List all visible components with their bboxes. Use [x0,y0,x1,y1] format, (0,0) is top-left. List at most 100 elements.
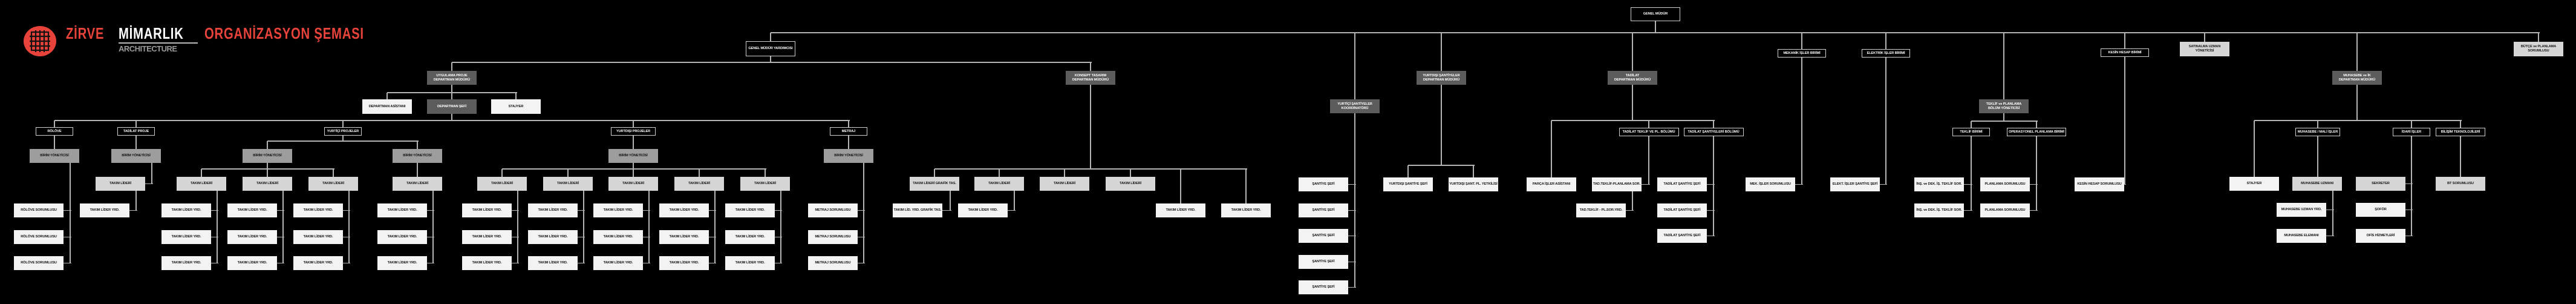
connector-line [451,114,452,121]
connector-line [2204,33,2205,42]
connector-line [64,236,71,238]
org-node-takim-lideri: TAKIM LİDERİ [1106,177,1155,191]
connector-line [771,32,2540,33]
connector-line [451,85,452,99]
connector-line [1713,121,1714,128]
org-node-tadilat-santiye-sefi: TADİLAT ŞANTİYE ŞEFİ [1657,229,1707,243]
connector-line [267,141,268,149]
org-node-metraj: METRAJ [830,127,867,136]
org-node-takim-lider-yrd: TAKIM LİDER YRD. [227,256,277,270]
org-node-takim-lider-yrd: TAKIM LİDER YRD. [958,203,1008,217]
connector-line [502,168,766,170]
connector-line [1707,235,1715,237]
connector-line [950,191,951,211]
connector-line [1348,210,1356,211]
org-node-takim-lideri: TAKIM LİDERİ [674,177,724,191]
org-node-takim-lider-yrd: TAKIM LİDER YRD. [1156,203,1205,217]
connector-line [201,168,334,170]
connector-line [858,210,865,211]
org-node-takim-lideri: TAKIM LİDERİ [1040,177,1089,191]
connector-line [709,262,716,264]
org-node-operasyonel-planlama-birimi: OPERASYONEL PLANLAMA BİRİMİ [2007,128,2066,136]
org-node-santiye-sefi: ŞANTİYE ŞEFİ [1299,177,1348,191]
org-node-takim-lider-yrd: TAKIM LİDER YRD. [377,203,427,217]
connector-line [775,236,782,238]
connector-line [2124,33,2125,48]
connector-line [858,236,865,238]
connector-line [1551,120,1715,121]
connector-line [2317,136,2318,177]
connector-line [452,62,1092,63]
connector-line [1064,169,1065,177]
org-node-konsept-dm: KONSEPT TASARIM DEPARTMAN MÜDÜRÜ [1066,71,1115,85]
connector-line [1648,136,1649,185]
connector-line [343,210,350,211]
connector-line [699,169,700,177]
connector-line [211,210,218,211]
connector-line [578,210,585,211]
org-node-takim-lideri: TAKIM LİDERİ [243,177,292,191]
org-node-takim-lideri: TAKIM LİDERİ [608,177,658,191]
org-node-muhasebe-elemani: MUHASEBE ELEMANI [2277,229,2326,243]
connector-line [277,236,284,238]
connector-line [1648,121,1649,128]
connector-line [211,236,218,238]
connector-line [578,262,585,264]
connector-line [1348,286,1356,288]
org-node-takim-lider-yrd: TAKIM LİDER YRD. [377,256,427,270]
connector-line [1626,210,1634,211]
connector-line [709,210,716,211]
org-node-bilisim-teknolojileri: BİLİŞİM TEKNOLOJİLERİ [2436,128,2485,136]
connector-line [1473,165,1474,177]
connector-line [770,33,771,41]
connector-line [858,262,865,264]
org-node-yurtici-projeler: YURTİÇİ PROJELER [324,127,362,136]
org-node-genel-mudur: GENEL MÜDÜR [1631,7,1680,21]
connector-line [2411,136,2412,236]
connector-line [1880,183,1887,185]
connector-line [2030,183,2038,185]
org-node-genel-mudur-yrd: GENEL MÜDÜR YARDIMCISI [746,41,795,56]
connector-line [427,262,434,264]
org-node-mekanik-isler-birimi: MEKANİK İŞLER BİRİMİ [1778,49,1826,58]
org-node-idari-isler: İDARİ İŞLER [2393,128,2430,136]
connector-line [1964,210,1972,211]
connector-line [643,236,650,238]
connector-line [343,262,350,264]
connector-line [2326,209,2334,211]
connector-line [848,136,849,149]
org-node-bt-sorumlusu: BT SORUMLUSU [2436,177,2485,191]
org-node-teklif-birimi: TEKLİF BİRİMİ [1952,128,1990,136]
connector-line [1354,113,1355,288]
org-node-takim-lider-yrd: TAKIM LİDER YRD. [593,203,643,217]
connector-line [427,210,434,211]
connector-line [2124,57,2125,185]
org-node-takim-lider-yrd: TAKIM LİDER YRD. [80,203,129,217]
org-node-takim-lider-yrd: TAKIM LİDER YRD. [528,256,578,270]
connector-line [1632,33,1633,71]
connector-line [54,136,55,149]
org-node-santiye-sefi: ŞANTİYE ŞEFİ [1299,229,1348,243]
org-node-sekreter: SEKRETER [2356,177,2405,191]
connector-line [770,56,771,62]
connector-line [135,121,137,127]
connector-line [512,262,519,264]
org-node-takim-lideri: TAKIM LİDERİ [96,177,145,191]
org-node-tad-teklif-planlama-sor: TAD.TEKLİF-PLANLAMA SOR. [1592,177,1642,191]
connector-line [2405,235,2413,237]
connector-line [282,191,284,263]
org-node-takim-lider-yrd: TAKIM LİDER YRD. [161,256,211,270]
connector-line [1551,121,1552,177]
connector-line [201,169,202,177]
connector-line [1971,121,1972,128]
org-node-rolove-sorumlusu: RÖLÖVE SORUMLUSU [14,256,64,270]
org-node-tadilat-santiye-sefi: TADİLAT ŞANTİYE ŞEFİ [1657,177,1707,191]
org-node-elektrik-isler-birimi: ELEKTRİK İŞLER BİRİMİ [1862,49,1910,58]
org-node-takim-lider-yrd: TAKIM LİDER YRD. [528,230,578,244]
connector-line [709,236,716,238]
org-node-takim-lideri-grafik: TAKIM LİDERİ GRAFİK TAS. [910,177,959,191]
org-node-yurtdisi-santiye-sefi: YURTDIŞI ŞANTİYE ŞEFİ [1383,177,1433,191]
org-node-satinalma-uzman-yoneticisi: SATINALMA UZMAN YÖNETİCİSİ [2180,42,2229,56]
org-node-takim-lider-yrd: TAKIM LİDER YRD. [725,203,775,217]
connector-line [515,93,517,99]
